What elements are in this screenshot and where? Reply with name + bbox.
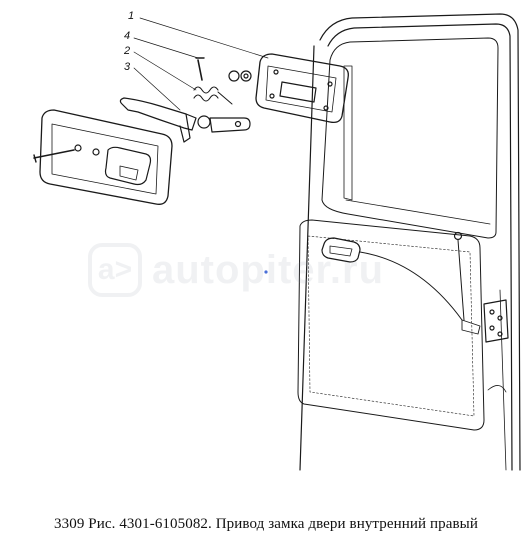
door-lock-mechanism [461,299,509,343]
door-panel [297,13,521,471]
callout-label-4: 4 [124,30,130,42]
lock-rod [359,231,465,321]
lock-plate-exploded [228,53,349,124]
callout-label-2: 2 [123,45,130,57]
door-lock-drive-diagram: 1 4 2 3 [33,10,521,471]
handle-housing-exploded [33,109,173,205]
door-inner-handle-mounted [321,237,361,263]
spring-and-pin-exploded [193,57,233,105]
callout-label-1: 1 [128,10,134,22]
figure-caption: 3309 Рис. 4301-6105082. Привод замка две… [54,516,478,532]
blue-mark-icon [264,270,268,274]
handle-lever-exploded [119,97,251,143]
callout-label-3: 3 [124,61,131,73]
callout-leaders [133,17,269,111]
